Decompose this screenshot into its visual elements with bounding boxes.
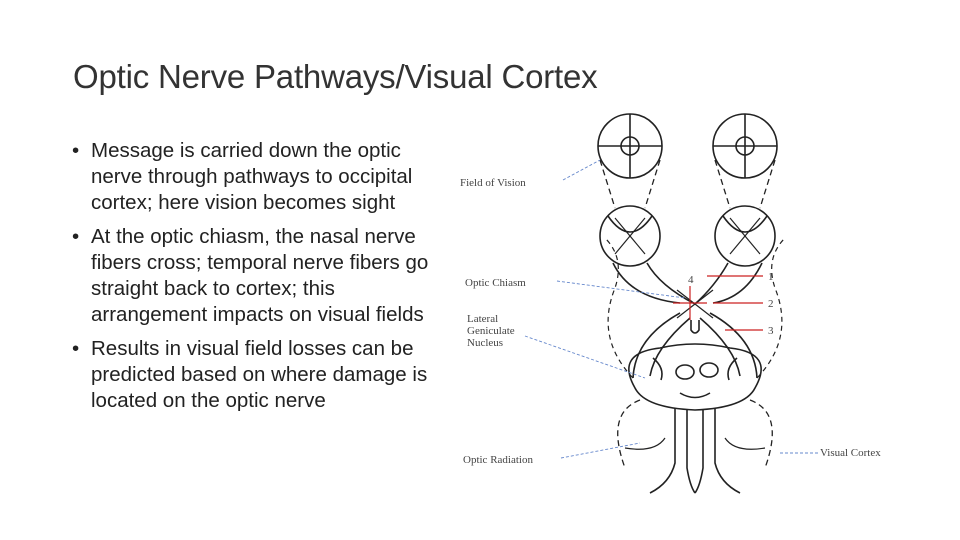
slide-title: Optic Nerve Pathways/Visual Cortex: [73, 58, 598, 95]
label-visual-cortex: Visual Cortex: [820, 447, 881, 459]
field-rays: [599, 159, 776, 209]
lesion-markers: [673, 275, 763, 331]
brain-outline: [628, 343, 762, 411]
marker-4: 4: [688, 274, 694, 286]
bullet-dot: •: [72, 337, 80, 360]
bullet-list: • Message is carried down the optic nerve…: [72, 138, 442, 422]
optic-tracts: [632, 312, 758, 379]
bullet-text: At the optic chiasm, the nasal nerve fib…: [91, 225, 429, 326]
bullet-item: • At the optic chiasm, the nasal nerve fi…: [72, 224, 442, 328]
bullet-dot: •: [72, 225, 80, 248]
right-visual-field: [712, 113, 778, 179]
visual-cortex: [624, 408, 766, 494]
bullet-item: • Results in visual field losses can be p…: [72, 336, 442, 414]
bullet-dot: •: [72, 139, 80, 162]
label-pointers: [524, 159, 820, 459]
bullet-text: Message is carried down the optic nerve …: [91, 139, 413, 214]
left-visual-field: [597, 113, 663, 179]
optic-pathway-svg: 1 2 3 4 Field of Vision Optic Chiasm Lat…: [460, 113, 881, 494]
marker-2: 2: [768, 298, 774, 310]
label-optic-chiasm: Optic Chiasm: [465, 277, 526, 289]
optic-nerves: [612, 262, 763, 319]
optic-radiations: [604, 237, 786, 469]
bullet-text: Results in visual field losses can be pr…: [91, 337, 428, 412]
label-geniculate: Geniculate: [467, 325, 515, 337]
bullet-item: • Message is carried down the optic nerve…: [72, 138, 442, 216]
label-lateral: Lateral: [467, 313, 498, 325]
left-eye: [599, 205, 661, 267]
label-field-of-vision: Field of Vision: [460, 177, 526, 189]
marker-1: 1: [768, 271, 774, 283]
right-eye: [714, 205, 776, 267]
optic-pathway-diagram: 1 2 3 4 Field of Vision Optic Chiasm Lat…: [455, 108, 915, 498]
label-nucleus: Nucleus: [467, 337, 503, 349]
marker-3: 3: [768, 325, 774, 337]
label-optic-radiation: Optic Radiation: [463, 454, 533, 466]
